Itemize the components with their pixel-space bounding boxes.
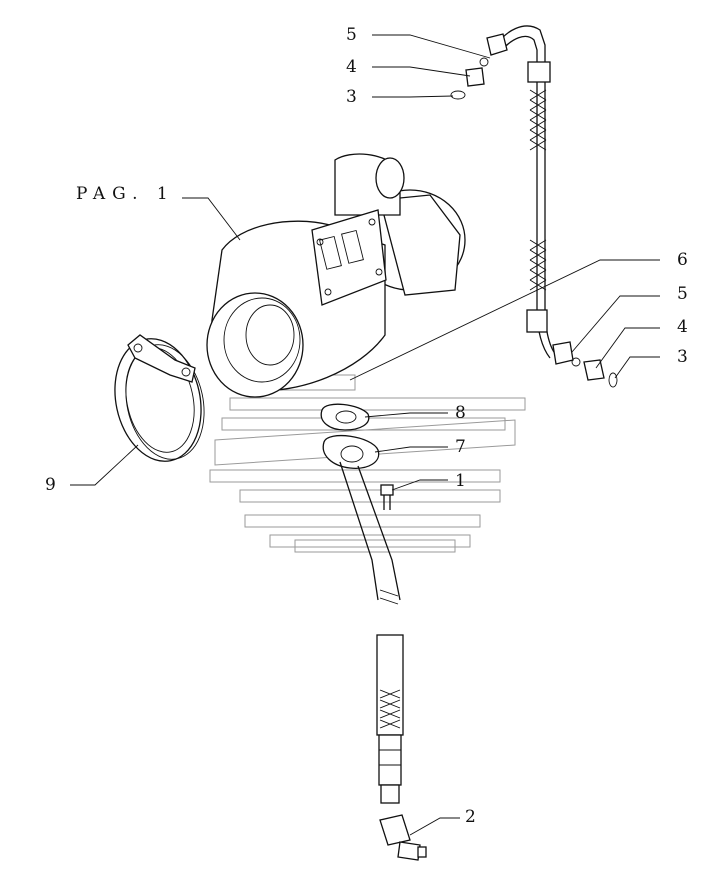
elbow-fitting <box>379 814 427 861</box>
callout-6: 6 <box>677 250 688 270</box>
turbocharger <box>206 153 466 398</box>
oil-drain-pipe <box>320 403 404 804</box>
callout-4-top: 4 <box>346 57 357 77</box>
callout-9: 9 <box>45 475 56 495</box>
leader-lines <box>70 34 660 836</box>
callout-8: 8 <box>455 403 466 423</box>
oil-feed-pipe <box>486 25 574 365</box>
callout-7: 7 <box>455 437 466 457</box>
callout-5-right: 5 <box>677 284 688 304</box>
callout-3-right: 3 <box>677 347 688 367</box>
callout-2: 2 <box>465 807 476 827</box>
clamp-band <box>114 334 205 462</box>
callout-3-top: 3 <box>346 87 357 107</box>
fittings-top <box>450 57 489 100</box>
bolt <box>380 484 394 510</box>
callout-5-top: 5 <box>346 25 357 45</box>
callout-4-right: 4 <box>677 317 688 337</box>
reference-label-pag1: PAG. 1 <box>76 184 175 204</box>
callout-1: 1 <box>455 471 466 491</box>
fittings-right <box>571 357 618 388</box>
watermark-logo <box>209 374 526 553</box>
